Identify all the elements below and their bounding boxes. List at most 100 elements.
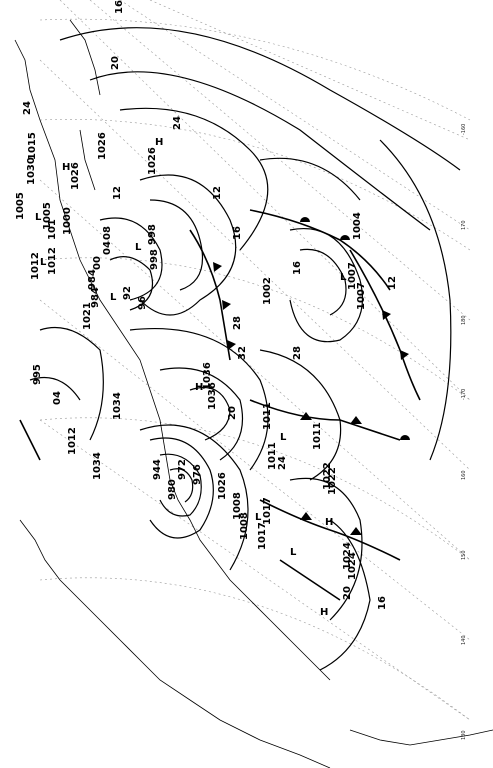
cold-front-2 [349,249,421,401]
low-pressure-icon: L [135,242,142,253]
isobar-label: 1034 [112,392,123,420]
low-pressure-icon: L [340,272,347,283]
front-southwest [279,559,341,601]
pressure-center: H 1026 [62,162,81,190]
cold-front-3 [259,499,401,561]
isobar-label: 1022 [322,462,333,490]
isobar-label: 12 [112,186,123,200]
graticule [39,0,471,721]
pressure-center: H 1022 [325,467,338,528]
isobar-label: 16 [292,261,303,275]
isobar-label: 12 [387,276,398,290]
high-pressure-icon: H [155,137,163,148]
isobar-label: 96 [137,296,148,310]
isobar-label: 24 [172,116,183,130]
isobar-label: 1012 [47,247,58,275]
pressure-center: H 1036 [195,382,218,410]
pressure-center: L 1008 [239,512,262,540]
pressure-value: 984 [90,287,101,308]
pressure-value: 1036 [207,382,218,410]
isobar-label: 1036 [202,362,213,390]
isobar-label: 1012 [67,427,78,455]
pressure-center: H 1024 [320,552,358,618]
pressure-value: 1007 [356,282,367,310]
isobar-label: 1004 [352,212,363,240]
isobar-label: 1026 [217,472,228,500]
low-pressure-icon: L [255,512,262,523]
isobar-label: 16 [232,226,243,240]
isobar-label: 984 [87,269,98,290]
high-pressure-icon: H [195,382,203,393]
isobar-label: 12 [212,186,223,200]
longitude-labels: -160 -170 180 170 160 150 140 130 [461,124,467,740]
isobar-label: 28 [292,346,303,360]
island-chain [69,19,101,191]
pressure-center: H 1026 [147,137,163,175]
isobar-label: 1030 [26,157,37,185]
front-northwest [19,419,41,461]
pressure-value: 1008 [239,512,250,540]
isobar-label: 980 [167,479,178,500]
isobar-label: 1005 [42,202,53,230]
isobar-label: 1011 [262,402,273,430]
coastline-group [14,19,493,768]
isobar-label: 00 [92,256,103,270]
low-pressure-icon: L [110,292,117,303]
low-pressure-icon: L [290,547,297,558]
pressure-center: L 1012 [30,252,47,280]
isobar-label: 20 [110,56,121,70]
pressure-centers: H 1026 L 998 L 984 L 1007 L 1011 L 1008 … [15,137,367,618]
isobar-label: 1011 [312,422,323,450]
isobar-label: 972 [177,459,188,480]
isobar-label: 998 [147,224,158,245]
front-group [19,209,421,601]
longitude-label: 170 [461,220,467,230]
pressure-center: L 1005 [15,192,42,223]
isobar-label: 28 [232,316,243,330]
cold-front-1 [189,229,231,361]
isobar-label: 101 [47,219,58,240]
coastline-bottom [349,729,493,746]
isobar-label: 1017 [262,497,273,525]
coastline-north [14,39,331,681]
longitude-label: 130 [461,730,467,740]
isobar-label: 1007 [347,262,358,290]
pressure-center: L 984 [90,287,117,308]
isobar-label: 976 [192,464,203,485]
isobar-label: 16 [377,596,388,610]
pressure-center: L 1011 [267,432,287,470]
isobar-label: 1034 [92,452,103,480]
longitude-label: 150 [461,550,467,560]
isobar-label: 24 [277,456,288,470]
isobar-label: 1008 [232,492,243,520]
coastline-inner [19,519,331,768]
front-markers [213,217,410,535]
isobar-label: 944 [152,459,163,480]
pressure-center: L 1007 [340,272,367,310]
pressure-value: 1026 [70,162,81,190]
pressure-center: L 1017 [257,522,297,558]
pressure-value: 1024 [347,552,358,580]
isobar-group [29,27,461,671]
low-pressure-icon: L [35,212,42,223]
isobar-label: 16 [114,0,125,14]
high-pressure-icon: H [320,607,328,618]
pressure-value: 1012 [30,252,41,280]
isobar-label: 04 [102,241,113,255]
pressure-center: L 998 [135,242,160,270]
occluded-front-1 [249,399,401,441]
longitude-label: -170 [461,389,467,400]
pressure-value: 998 [149,249,160,270]
pressure-value: 1011 [267,442,278,470]
pressure-value: 1005 [15,192,26,220]
isobar-label: 1000 [62,207,73,235]
isobar-label: 20 [227,406,238,420]
isobar-label: 1002 [262,277,273,305]
isobar-label: 24 [22,101,33,115]
isobar-label: 1021 [82,302,93,330]
longitude-label: -160 [461,124,467,135]
longitude-label: 160 [461,470,467,480]
isobar-label: 08 [102,226,113,240]
longitude-label: 180 [461,315,467,325]
